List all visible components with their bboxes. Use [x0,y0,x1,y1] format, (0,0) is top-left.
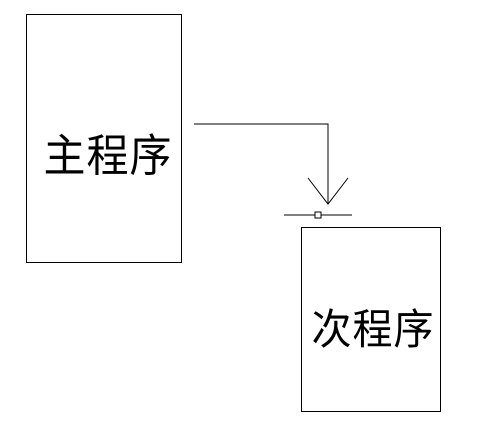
main-program-box: 主程序 [26,14,182,263]
sub-program-box: 次程序 [301,227,441,412]
arrow-head-icon [307,177,349,205]
main-program-label: 主程序 [43,129,173,182]
junction-node [314,211,322,219]
connector-line [194,123,329,204]
sub-program-label: 次程序 [311,305,435,354]
